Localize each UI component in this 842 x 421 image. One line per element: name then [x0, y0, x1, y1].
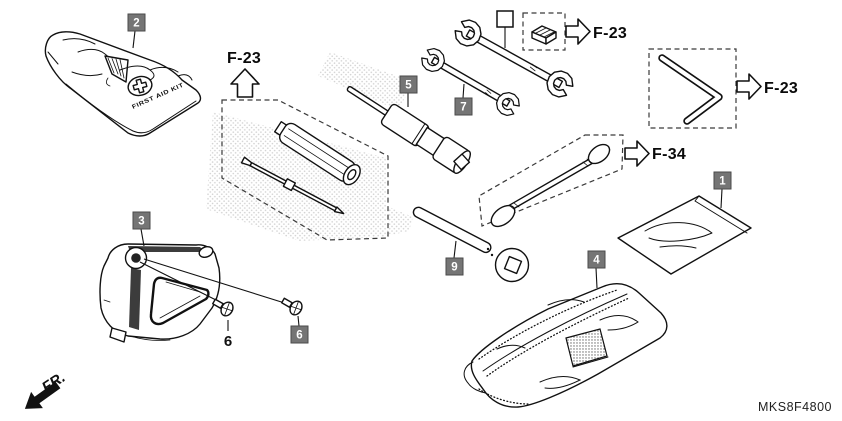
reference-label: F-34: [652, 146, 686, 163]
svg-text:5: 5: [405, 80, 412, 92]
reference-label: F-23: [227, 50, 261, 67]
reference-f23-clip[interactable]: F-23: [565, 18, 627, 45]
right-arrow-icon: [565, 18, 591, 45]
svg-text:9: 9: [451, 262, 457, 274]
clip-box: [522, 12, 566, 51]
screw-right: [281, 297, 303, 316]
screwdriver-handle: [274, 121, 361, 186]
hex-key-box: [648, 48, 737, 129]
callout-6-plain[interactable]: 6: [224, 333, 232, 350]
wire-tool-box: [478, 134, 624, 227]
reference-f23-hexkey[interactable]: F-23: [736, 73, 798, 100]
svg-text:7: 7: [460, 102, 466, 114]
hex-key: [658, 54, 723, 125]
wing-logo: [104, 55, 129, 87]
svg-text:1: 1: [719, 176, 726, 188]
screw-left: [212, 298, 234, 317]
wire-tool: [490, 143, 611, 228]
callout-9[interactable]: 9: [445, 257, 464, 276]
box-wrench: [412, 206, 530, 283]
reference-f23-top[interactable]: F-23: [227, 50, 261, 98]
clip-part: [531, 25, 557, 45]
side-cover: [99, 243, 292, 343]
open-end-wrench-upper: [450, 14, 578, 103]
halftone-shading: [206, 52, 414, 241]
svg-text:3: 3: [138, 216, 144, 228]
right-arrow-icon: [624, 140, 650, 167]
up-arrow-icon: [230, 68, 260, 98]
tool-tray-outline: [221, 99, 389, 241]
callout-1[interactable]: 1: [713, 171, 732, 190]
open-end-wrench-lower: [417, 44, 524, 120]
screwdriver-bit: [240, 156, 345, 215]
callout-2[interactable]: 2: [127, 13, 146, 32]
callout-leaders: [132, 27, 723, 331]
callout-4[interactable]: 4: [587, 250, 606, 269]
reference-label: F-23: [593, 25, 627, 42]
callout-blank-box[interactable]: [496, 10, 514, 28]
first-aid-emblem: [127, 75, 153, 97]
callout-7[interactable]: 7: [454, 97, 473, 116]
spark-plug-wrench: [346, 85, 471, 175]
svg-text:2: 2: [133, 18, 139, 30]
reference-f34-wire[interactable]: F-34: [624, 140, 686, 167]
svg-text:6: 6: [296, 330, 302, 342]
svg-text:4: 4: [593, 255, 600, 267]
callout-6-boxed[interactable]: 6: [290, 325, 309, 344]
front-arrow-icon: [24, 381, 61, 409]
right-arrow-icon: [736, 73, 762, 100]
reference-label: F-23: [764, 80, 798, 97]
mesh-patch: [565, 328, 608, 367]
document-bag: [617, 195, 752, 275]
diagram-code: MKS8F4800: [758, 400, 832, 414]
callout-5[interactable]: 5: [399, 75, 418, 94]
tool-bag: [463, 282, 668, 408]
front-direction: FR.: [24, 369, 68, 409]
callout-3[interactable]: 3: [132, 211, 151, 230]
first-aid-kit-pouch: FIRST AID KIT: [44, 31, 202, 137]
